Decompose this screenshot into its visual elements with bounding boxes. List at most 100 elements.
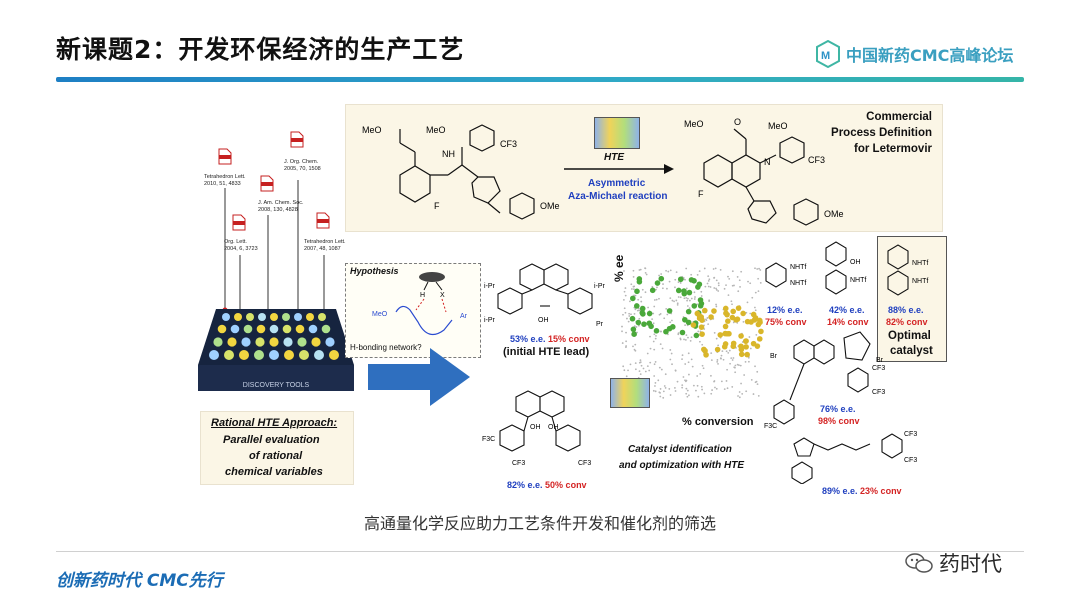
initial-lead-label: (initial HTE lead) [503,346,590,358]
scatter-point [624,287,627,289]
scatter-point [676,380,679,383]
scatter-point [685,379,688,382]
optimal-catalyst-box: NHTf NHTf 88% e.e. 82% conv Optimal cata… [877,236,947,362]
scatter-point [673,300,675,303]
scatter-point [707,275,710,278]
scatter-point [734,366,736,369]
scatter-point [690,273,693,276]
scatter-point [645,273,648,276]
scatter-xlabel: % conversion [682,416,754,428]
c1-nhtf-2: NHTf [790,280,806,287]
scatter-point [738,351,745,358]
catalyst-5-conv: 23% conv [860,486,902,496]
scatter-point [640,364,643,367]
scatter-point [653,348,656,351]
catalyst-2-ee: 42% e.e. [829,305,865,315]
scatter-point [733,284,735,287]
scatter-point [707,285,710,288]
scatter-point [638,269,641,271]
scatter-point [683,297,686,300]
big-right-arrow [368,348,470,406]
product-atom-o: O [734,117,741,127]
scatter-point [641,321,647,328]
catalyst-3-ee: 88% e.e. [888,305,924,315]
scatter-point [701,388,703,391]
scatter-point [684,379,686,382]
scatter-point [734,316,741,322]
scatter-point [652,322,655,325]
scatter-point [659,312,662,315]
scatter-point [671,299,674,302]
scatter-point [626,317,628,320]
reaction-arrow [564,164,674,174]
scatter-point [702,367,705,370]
scatter-point [688,307,691,310]
scatter-point [681,358,683,361]
scatter-point [654,361,657,363]
scatter-point [685,387,688,390]
letermovir-product-structure: MeO O MeO N CF3 F OMe [684,117,844,226]
scatter-point [651,286,654,288]
scatter-point [697,395,700,398]
scatter-point [654,390,657,393]
scatter-point [632,345,634,348]
scatter-point [731,270,734,273]
scatter-point [629,300,631,303]
scatter-point [699,373,702,375]
scatter-point [660,368,663,371]
ipr-label-3: i-Pr [484,317,496,324]
scatter-point [646,310,653,317]
scatter-point [686,297,689,300]
c5-cf3: CF3 [904,431,917,438]
rational-hte-box: Rational HTE Approach: Parallel evaluati… [200,411,354,485]
scatter-point [754,291,757,294]
scatter-point [687,361,690,364]
binol-ee: 82% e.e. [507,480,543,490]
scatter-point [633,348,636,351]
scatter-point [655,298,658,301]
initial-lead-ee: 53% e.e. [510,334,546,344]
scatter-point [623,307,626,310]
scatter-point [759,282,762,284]
scatter-point [621,325,623,328]
scatter-point [631,331,637,337]
scatter-point [751,296,754,299]
reaction-scheme-panel: MeO MeO NH CF3 F OMe HTE Asymmetric Aza-… [345,104,943,232]
scatter-point [740,270,743,273]
scatter-point [696,384,699,387]
scatter-point [716,359,719,361]
scatter-point [699,331,705,337]
scatter-point [722,358,725,361]
scatter-point [630,295,636,302]
scatter-point [734,371,737,374]
atom-ome: OMe [540,201,560,211]
pdf-icon [232,214,246,231]
scatter-point [696,273,699,276]
scatter-point [747,356,750,359]
hyp-x: X [440,292,445,299]
scatter-point [667,270,670,273]
scatter-point [750,378,753,381]
scatter-point [685,267,688,270]
scatter-point [738,279,741,282]
scatter-point [633,288,635,291]
scatter-point [634,294,637,297]
scatter-point [738,396,741,399]
scatter-point [722,341,729,347]
scatter-point [690,336,693,339]
scatter-point [649,287,656,294]
binol-catalyst-structure: F3C CF3 OH OH CF3 [482,390,591,467]
scatter-point [744,360,747,363]
scatter-point [675,271,678,274]
scatter-point [720,380,723,383]
commercial-line-2: Process Definition [831,127,932,139]
catalyst-1-conv: 75% conv [765,317,807,327]
wechat-label: 药时代 [939,552,1002,576]
scatter-point [694,310,701,317]
scatter-point [706,317,709,319]
scatter-point [742,338,749,344]
scatter-point [703,352,709,358]
scatter-point [725,318,731,324]
scatter-point [639,373,642,376]
reference-5-cite: 2007, 48, 1087 [304,246,341,252]
